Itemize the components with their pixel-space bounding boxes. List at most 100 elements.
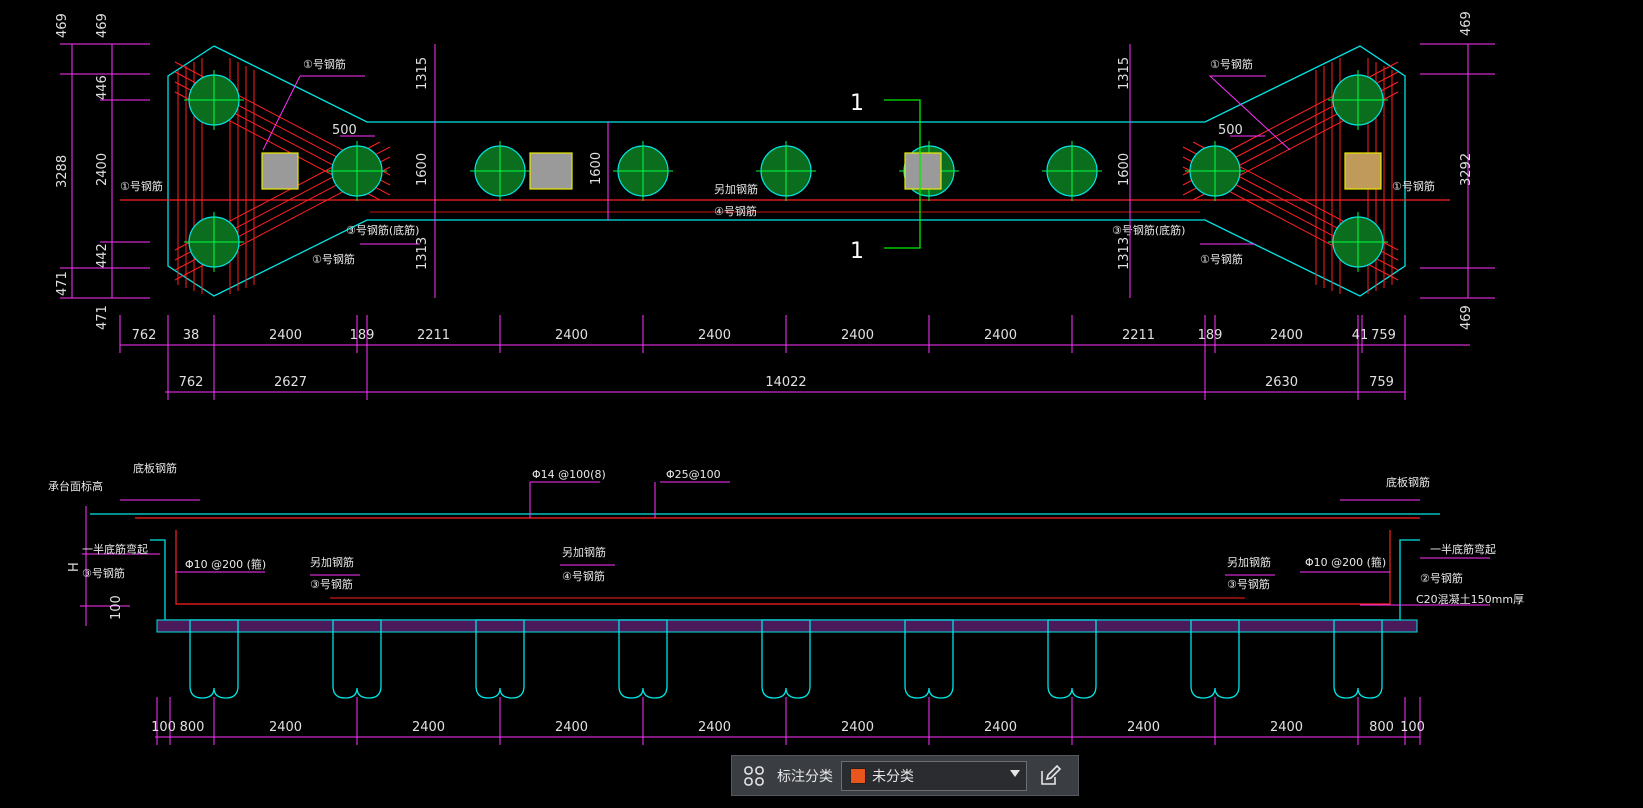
- plan-view: 1 1 ①号钢筋 ①号钢筋 ①号钢筋 ①号钢筋 ①号钢筋 ①号钢筋 ③号钢筋(底…: [55, 11, 1495, 400]
- label-half-extend-right: 一半底筋弯起: [1430, 542, 1496, 556]
- category-select[interactable]: 未分类: [841, 760, 1027, 791]
- dim-left-446: 446: [95, 75, 110, 100]
- dim-label: 2400: [841, 720, 874, 735]
- label-rebar1-left: ①号钢筋: [120, 179, 163, 193]
- dim-label: 2630: [1265, 375, 1298, 390]
- dim-label: 2400: [555, 328, 588, 343]
- dim-label: 2400: [698, 720, 731, 735]
- annotation-category-label: 标注分类: [777, 768, 833, 785]
- dim-right-3292: 3292: [1459, 153, 1474, 186]
- blinding-layer: [156, 619, 1418, 633]
- dim-label: 2211: [1122, 328, 1155, 343]
- dim-1600-right: 1600: [1117, 153, 1132, 186]
- label-rebar1-top-left: ①号钢筋: [303, 57, 346, 71]
- pile-section: [475, 620, 525, 699]
- dim-left-471-inner: 471: [95, 305, 110, 330]
- dim-label: 189: [1198, 328, 1223, 343]
- label-bottom-anchor-left: 底板钢筋: [133, 461, 177, 475]
- section-mark-bottom: 1: [850, 239, 864, 264]
- category-selected-value: 未分类: [872, 768, 914, 785]
- label-half-extend-left: 一半底筋弯起: [82, 542, 148, 556]
- dim-1313-left: 1313: [415, 237, 430, 270]
- annotation-toolbar: 标注分类 未分类: [731, 755, 1079, 796]
- label-rebar2-right: ②号钢筋: [1420, 571, 1463, 585]
- label-extra-bar: 另加钢筋: [714, 182, 758, 196]
- dim-label: 100: [1400, 720, 1425, 735]
- label-h: H: [67, 562, 82, 572]
- pile-section: [1190, 620, 1240, 699]
- dim-label: 38: [183, 328, 200, 343]
- label-rebar3-right: ③号钢筋: [1227, 577, 1270, 591]
- edit-icon[interactable]: [1035, 761, 1065, 791]
- label-extra-bar-mid: 另加钢筋: [562, 545, 606, 559]
- label-rebar1-right: ①号钢筋: [1392, 179, 1435, 193]
- label-stirrup-right: Φ10 @200 (箍): [1305, 555, 1386, 569]
- dim-mid-1600: 1600: [589, 152, 604, 185]
- dim-label: 14022: [765, 375, 806, 390]
- pile-section: [761, 620, 811, 699]
- dim-left-2400: 2400: [95, 153, 110, 186]
- dim-left-442: 442: [95, 243, 110, 268]
- pile-circles: [184, 70, 1388, 272]
- label-rebar3-left: ③号钢筋: [82, 566, 125, 580]
- dim-label: 2400: [984, 328, 1017, 343]
- dim-label: 2400: [841, 328, 874, 343]
- pile-section: [189, 620, 239, 699]
- pile-section: [332, 620, 382, 699]
- section-mark: [884, 99, 921, 249]
- dim-label: 2211: [417, 328, 450, 343]
- dim-1600-left: 1600: [415, 153, 430, 186]
- dim-right-469-bottom: 469: [1459, 305, 1474, 330]
- dim-label: 2400: [698, 328, 731, 343]
- section-mark-top: 1: [850, 91, 864, 116]
- label-c20: C20混凝土150mm厚: [1416, 592, 1524, 606]
- dim-right-469-top: 469: [1459, 11, 1474, 36]
- dim-label: 100: [151, 720, 176, 735]
- dim-1315-left: 1315: [415, 57, 430, 90]
- dim-label: 762: [132, 328, 157, 343]
- dim-label: 762: [179, 375, 204, 390]
- dim-label: 2400: [555, 720, 588, 735]
- label-extra-bar-left: 另加钢筋: [310, 555, 354, 569]
- label-rebar1-bottom-right: ①号钢筋: [1200, 252, 1243, 266]
- dim-500-left: 500: [332, 123, 357, 138]
- dim-1315-right: 1315: [1117, 57, 1132, 90]
- pile-section: [618, 620, 668, 699]
- label-rebar4: ④号钢筋: [714, 204, 757, 218]
- dim-left-3288: 3288: [55, 155, 70, 188]
- section-piles: [189, 619, 1383, 699]
- dim-500-right: 500: [1218, 123, 1243, 138]
- pile-cap-outline: [167, 45, 1406, 297]
- dim-label: 2400: [984, 720, 1017, 735]
- dim-label: 41: [1352, 328, 1369, 343]
- pile-section: [904, 620, 954, 699]
- grid-menu-icon[interactable]: [739, 761, 769, 791]
- dim-label: 2400: [1270, 720, 1303, 735]
- dim-label: 800: [180, 720, 205, 735]
- pile-section: [1047, 620, 1097, 699]
- dim-1313-right: 1313: [1117, 237, 1132, 270]
- dim-label: 189: [350, 328, 375, 343]
- label-rebar3-left: ③号钢筋(底筋): [346, 223, 419, 237]
- dim-label: 2400: [1127, 720, 1160, 735]
- label-cap-top-elev: 承台面标高: [48, 479, 103, 493]
- dim-label: 2400: [1270, 328, 1303, 343]
- label-rebar4-mid: ④号钢筋: [562, 569, 605, 583]
- label-rebar1-top-right: ①号钢筋: [1210, 57, 1253, 71]
- label-rebar1-bottom-left: ①号钢筋: [312, 252, 355, 266]
- label-rebar3-right: ③号钢筋(底筋): [1112, 223, 1185, 237]
- label-extra-bar-right: 另加钢筋: [1227, 555, 1271, 569]
- category-color-swatch: [850, 767, 866, 784]
- dim-left-471-outer: 471: [55, 271, 70, 296]
- column-squares: [261, 152, 1382, 190]
- pile-section: [1333, 620, 1383, 699]
- dim-left-469-outer: 469: [55, 13, 70, 38]
- section-view: 承台面标高 底板钢筋 底板钢筋 Φ14 @100(8) Φ25@100 一半底筋…: [48, 461, 1524, 745]
- dim-label: 800: [1369, 720, 1394, 735]
- dim-label: 2400: [412, 720, 445, 735]
- dim-label: 2400: [269, 720, 302, 735]
- label-top-bar2: Φ25@100: [666, 468, 721, 481]
- dim-label: 759: [1371, 328, 1396, 343]
- chevron-down-icon: [1010, 769, 1020, 777]
